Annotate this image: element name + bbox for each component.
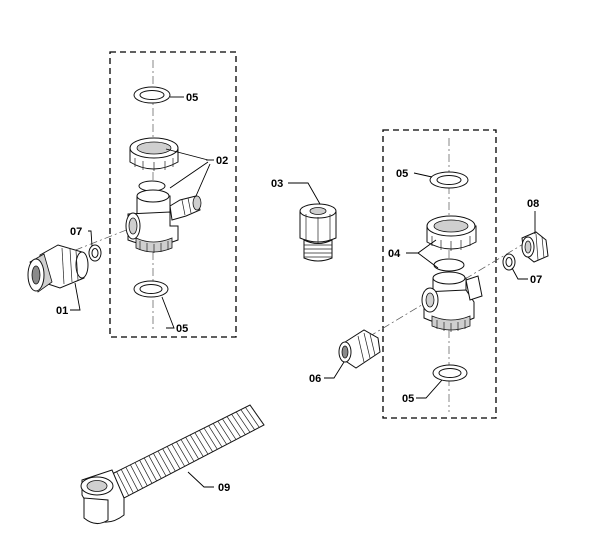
side-barb-left [169,195,202,221]
leader-lines [70,96,536,488]
tee-body-right [421,271,483,332]
left-assembly-box [109,51,237,338]
valve-01 [27,244,89,293]
cap-nut-08 [521,231,549,263]
right-horizontal-axis [354,236,536,346]
label-05-top-right: 05 [396,168,408,180]
compression-fitting-03 [299,203,337,262]
washer-top-right [429,171,469,189]
label-07-right: 07 [530,274,542,286]
label-07-left: 07 [70,226,82,238]
label-05-bottom-left: 05 [176,323,188,335]
union-nut-right [426,215,477,251]
washer-inner-left [138,180,166,192]
corrugated-hose-09 [80,404,265,524]
label-03: 03 [271,178,283,190]
label-01: 01 [56,305,68,317]
label-06: 06 [309,373,321,385]
washer-07-right [502,253,516,271]
label-08: 08 [527,198,539,210]
washer-07-left [88,244,102,262]
washer-inner-right [433,258,465,272]
label-05-bottom-right: 05 [402,393,414,405]
union-nut-left [129,137,179,171]
connector-06 [338,329,381,369]
washer-top-left [133,86,171,104]
tee-body-left [125,189,179,253]
washer-bottom-left [133,280,169,298]
label-02: 02 [216,155,228,167]
label-09: 09 [218,482,230,494]
label-05-top-left: 05 [186,92,198,104]
washer-bottom-right [432,364,468,382]
callout-labels: 01 02 03 04 05 05 05 05 06 07 07 08 09 [56,92,542,494]
label-04: 04 [388,248,401,260]
